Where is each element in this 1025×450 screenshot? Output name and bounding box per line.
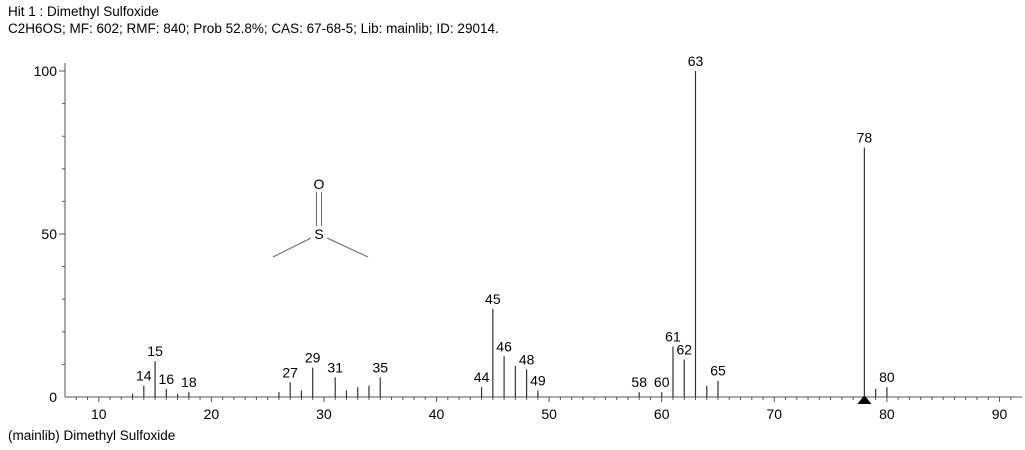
peak-label: 31 xyxy=(327,359,343,375)
bond-left-methyl xyxy=(272,237,312,258)
peak-label: 60 xyxy=(654,374,670,390)
peak-label: 80 xyxy=(879,369,895,385)
y-tick-label: 0 xyxy=(49,389,57,405)
y-tick-label: 50 xyxy=(41,226,57,242)
bond-right-methyl xyxy=(326,237,369,258)
peak-label: 48 xyxy=(519,351,535,367)
x-tick-label: 40 xyxy=(429,406,445,422)
x-tick-label: 30 xyxy=(316,406,332,422)
chart-axes: 10 20 30 40 50 60 70 80 90 0 50 100 xyxy=(34,63,1022,422)
x-tick-label: 80 xyxy=(879,406,895,422)
x-tick-label: 70 xyxy=(767,406,783,422)
peak-label: 62 xyxy=(676,342,692,358)
peak-label: 78 xyxy=(857,130,873,146)
y-tick-label: 100 xyxy=(34,63,58,79)
peak-label: 14 xyxy=(136,368,152,384)
peak-label: 63 xyxy=(688,53,704,69)
peak-label: 27 xyxy=(282,364,298,380)
x-tick-label: 50 xyxy=(541,406,557,422)
peak-label: 29 xyxy=(305,350,321,366)
spectrum-hit-info: C2H6OS; MF: 602; RMF: 840; Prob 52.8%; C… xyxy=(8,21,499,36)
x-tick-label: 60 xyxy=(654,406,670,422)
spectrum-hit-title: Hit 1 : Dimethyl Sulfoxide xyxy=(8,4,159,19)
x-tick-label: 10 xyxy=(91,406,107,422)
peak-label: 49 xyxy=(530,372,546,388)
atom-sulfur: S xyxy=(314,226,323,242)
peak-label: 61 xyxy=(665,328,681,344)
peak-label: 46 xyxy=(496,338,512,354)
peak-label: 18 xyxy=(181,374,197,390)
x-tick-label: 20 xyxy=(204,406,220,422)
molecule-structure: O S xyxy=(272,176,369,258)
peak-label: 15 xyxy=(147,343,163,359)
atom-oxygen: O xyxy=(314,176,325,192)
library-caption: (mainlib) Dimethyl Sulfoxide xyxy=(8,428,176,443)
peak-label: 45 xyxy=(485,291,501,307)
peak-label: 65 xyxy=(710,363,726,379)
molecular-ion-marker-icon xyxy=(857,395,872,404)
peak-label: 44 xyxy=(474,369,490,385)
spectrum-peaks xyxy=(131,71,888,397)
x-tick-label: 90 xyxy=(992,406,1008,422)
peak-label: 16 xyxy=(159,371,175,387)
peak-label: 58 xyxy=(631,374,647,390)
peak-label: 35 xyxy=(372,359,388,375)
